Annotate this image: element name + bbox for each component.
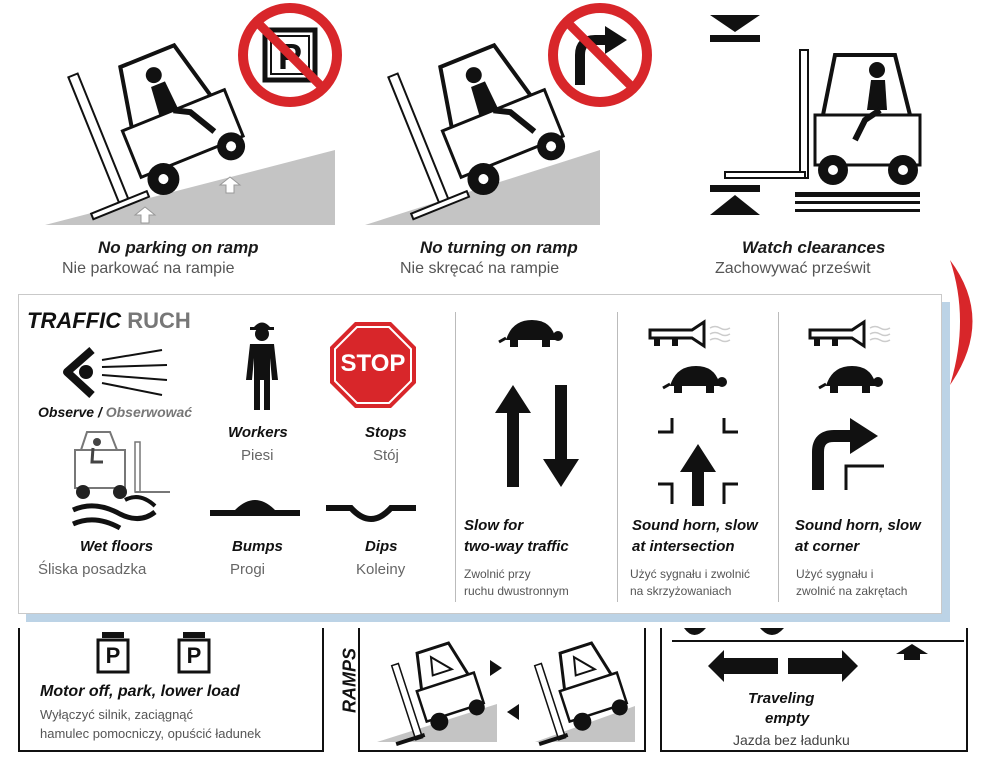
wet-floors-icon	[71, 431, 170, 531]
horn-cor-pl-1: Użyć sygnału i	[796, 567, 874, 581]
travel-en-1: Traveling	[748, 690, 815, 707]
observe-en: Observe	[38, 404, 95, 420]
slow-pl-1: Zwolnić przy	[464, 567, 531, 581]
horn-int-en-2: at intersection	[632, 538, 735, 555]
up-arrow-icon	[896, 644, 928, 660]
no-right-turn-icon	[548, 3, 652, 107]
ramp-down-forklift-icon	[507, 641, 635, 747]
park-en: Motor off, park, lower load	[40, 683, 240, 700]
slow-en-2: two-way traffic	[464, 538, 569, 555]
left-right-arrows-icon	[708, 650, 858, 682]
turtle-icon	[662, 366, 727, 393]
bumps-pl: Progi	[230, 561, 266, 578]
parking-sign-letter: P	[105, 643, 121, 668]
no-turning-ramp-illustration	[365, 42, 600, 225]
panel-divider-3	[778, 312, 779, 602]
horn-int-en-1: Sound horn, slow	[632, 517, 758, 534]
slow-en-1: Slow for	[464, 517, 524, 534]
stops-pl: Stój	[373, 447, 399, 464]
observe-eye-icon	[63, 346, 168, 398]
observe-pl: Obserwować	[105, 404, 193, 420]
horn-cor-en-1: Sound horn, slow	[795, 517, 921, 534]
traffic-title: TRAFFIC RUCH	[27, 308, 191, 334]
horn-icon	[808, 319, 891, 349]
intersection-arrow-icon	[658, 418, 738, 506]
panel-divider-2	[617, 312, 618, 602]
top-caption-3-pl: Zachowywać prześwit	[715, 260, 871, 277]
travel-en-2: empty	[765, 710, 810, 727]
dips-en: Dips	[365, 538, 398, 555]
horn-cor-en-2: at corner	[795, 538, 860, 555]
observe-label: Observe / Obserwować	[38, 404, 192, 420]
top-caption-1-pl: Nie parkować na rampie	[62, 260, 235, 277]
travel-box	[660, 628, 968, 752]
horn-int-pl-1: Użyć sygnału i zwolnić	[630, 567, 751, 581]
two-way-arrows-icon	[495, 385, 579, 487]
horn-icon	[648, 319, 731, 349]
park-pl-2: hamulec pomocniczy, opuścić ładunek	[40, 726, 261, 741]
partial-red-sign	[950, 260, 973, 385]
stop-sign-icon	[330, 322, 416, 408]
worker-icon	[246, 322, 278, 410]
ramp-up-forklift-icon	[377, 641, 502, 747]
stop-sign-text: STOP	[340, 350, 406, 377]
horn-int-pl-2: na skrzyżowaniach	[630, 584, 732, 598]
traffic-panel	[18, 294, 942, 614]
watch-clearances-illustration	[710, 15, 922, 215]
travel-pl: Jazda bez ładunku	[733, 732, 850, 748]
parking-sign-letter: P	[186, 643, 202, 668]
top-caption-1-en: No parking on ramp	[98, 238, 259, 257]
workers-pl: Piesi	[241, 447, 274, 464]
turtle-icon	[818, 366, 883, 393]
corner-turn-arrow-icon	[812, 418, 884, 490]
wet-en: Wet floors	[80, 538, 154, 555]
no-parking-icon: P	[238, 3, 342, 107]
traffic-title-pl: RUCH	[127, 308, 191, 333]
stops-en: Stops	[365, 424, 407, 441]
top-caption-3-en: Watch clearances	[742, 238, 886, 257]
ramps-box	[358, 628, 646, 752]
no-parking-ramp-illustration	[45, 42, 335, 225]
bumps-en: Bumps	[232, 538, 283, 555]
parking-sign-icon	[96, 632, 130, 674]
traffic-title-en: TRAFFIC	[27, 308, 122, 333]
panel-divider-1	[455, 312, 456, 602]
observe-sep: /	[97, 404, 102, 420]
park-box	[18, 628, 324, 752]
slow-pl-2: ruchu dwustronnym	[464, 584, 569, 598]
turtle-icon	[498, 320, 563, 347]
dip-icon	[326, 505, 416, 522]
wheel-edge-icon	[684, 628, 784, 635]
horn-cor-pl-2: zwolnić na zakrętach	[796, 584, 908, 598]
park-pl-1: Wyłączyć silnik, zaciągnąć	[40, 707, 194, 722]
workers-en: Workers	[228, 424, 288, 441]
travel-box-top-line	[672, 640, 964, 642]
parking-sign-icon	[177, 632, 211, 674]
top-caption-2-en: No turning on ramp	[420, 238, 578, 257]
bump-icon	[210, 500, 300, 516]
top-caption-2-pl: Nie skręcać na rampie	[400, 260, 560, 277]
dips-pl: Koleiny	[356, 561, 406, 578]
wet-pl: Śliska posadzka	[38, 561, 147, 578]
